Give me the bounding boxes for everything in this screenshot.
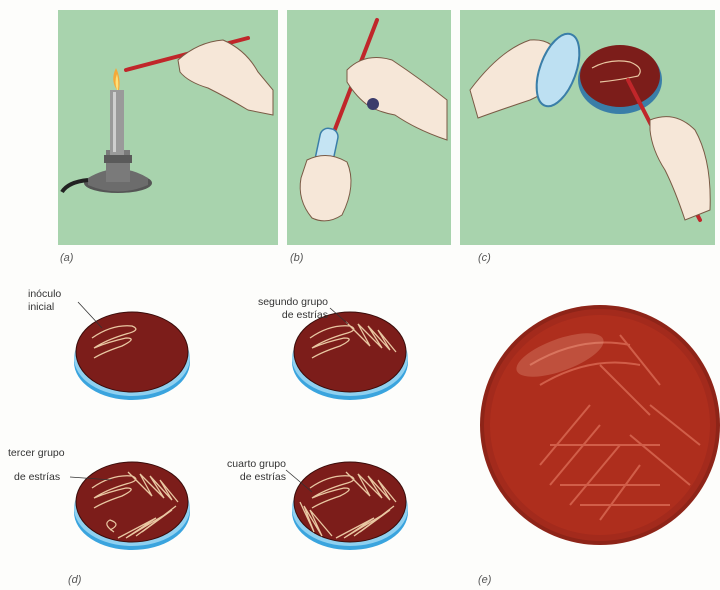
label-fourth-streak: cuarto grupo de estrías [210,458,286,484]
dish-third-streak [74,462,190,550]
panel-e-label: (e) [478,574,491,586]
dish-second-streak [292,312,408,400]
label-initial-inoculum: inóculo inicial [28,288,61,314]
label-third-streak: tercer grupo de estrías [8,447,65,484]
panel-d-label: (d) [68,574,81,586]
dish-initial-inoculum [74,312,190,400]
label-second-streak: segundo grupo de estrías [250,296,328,322]
dish-fourth-streak [292,462,408,550]
photo-streak-plate [480,305,720,545]
